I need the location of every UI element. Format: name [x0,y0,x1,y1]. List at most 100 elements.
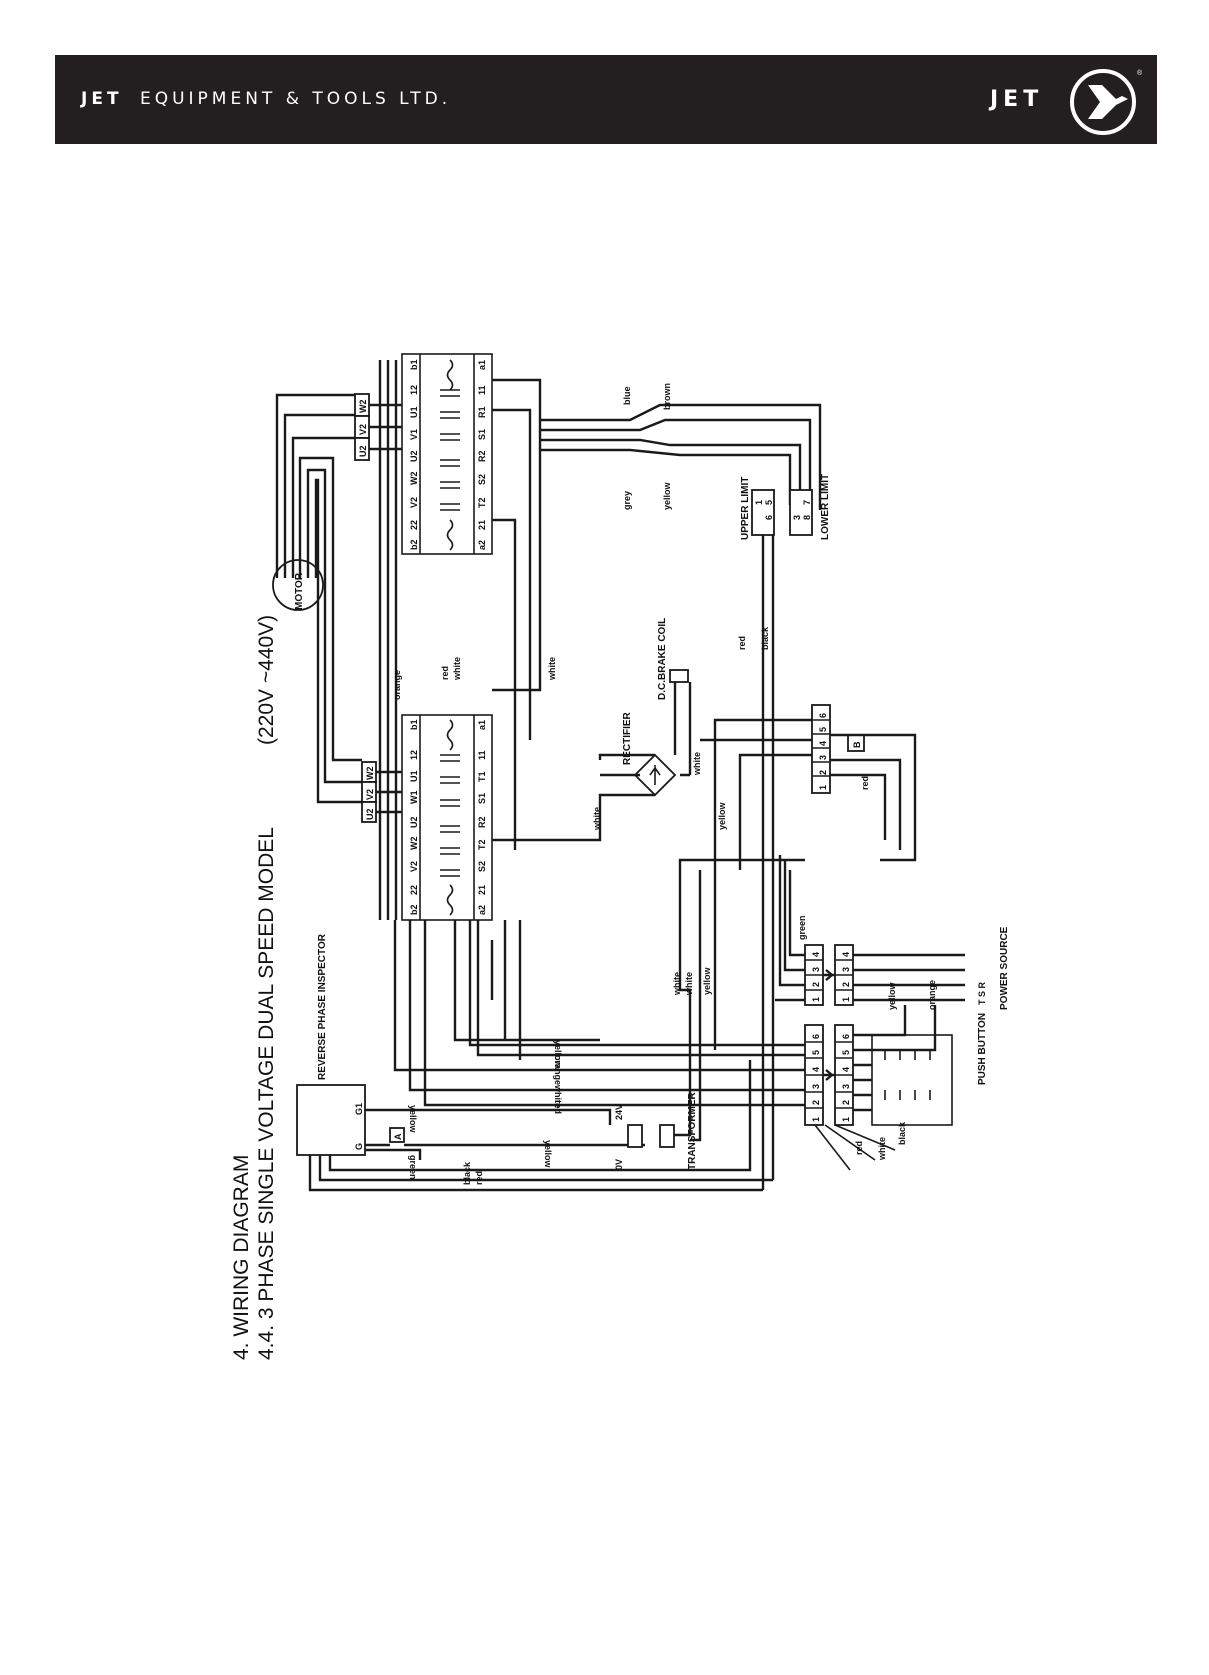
brake-coil-label: D.C.BRAKE COIL [657,618,668,700]
label-white-3: white [592,807,602,831]
svg-text:T1: T1 [477,771,487,782]
brand-rest: EQUIPMENT & TOOLS LTD. [139,89,452,109]
label-black-3: black [462,1161,472,1185]
svg-text:1: 1 [841,997,851,1002]
v24-label: 24V [614,1104,624,1120]
svg-text:3: 3 [811,967,821,972]
power-source-label: POWER SOURCE [999,926,1010,1010]
label-yellow-4: yellow [553,1040,563,1069]
svg-text:2: 2 [811,1100,821,1105]
svg-text:4: 4 [841,952,851,957]
motor-label: MOTOR [294,572,305,610]
svg-text:2: 2 [841,982,851,987]
svg-text:6: 6 [841,1034,851,1039]
u2-top-label: U2 [358,445,368,457]
contactor-upper: b1 b2 a1 a2 12 U1 V1 U2 W2 V2 22 11 R1 S… [401,353,493,555]
label-yellow-3: yellow [887,981,897,1010]
terminal-block-6-left: 1 2 3 4 5 6 [804,1024,824,1126]
svg-text:6: 6 [818,713,828,718]
svg-text:8: 8 [802,515,812,520]
label-red-5: red [553,1100,563,1114]
upper-limit-label: UPPER LIMIT [740,477,751,540]
brand-bold: JET [81,89,123,109]
terminal-block-6-right: 1 2 3 4 5 6 [834,1024,854,1126]
power-tsr-label: T S R [977,981,987,1005]
svg-text:V2: V2 [409,497,419,508]
b-box-label: B [852,741,862,748]
svg-text:R1: R1 [477,406,487,418]
label-red: red [440,666,450,680]
svg-text:a1: a1 [477,720,487,730]
svg-text:3: 3 [841,1084,851,1089]
transformer-primary [627,1124,643,1148]
svg-text:12: 12 [409,385,419,395]
contactor-bus-wiring [378,360,398,920]
limit-wiring [540,403,822,510]
label-yellow-7: yellow [702,966,712,995]
svg-text:1: 1 [811,997,821,1002]
push-button-box [871,1034,953,1126]
g-label: G [354,1143,364,1150]
label-white-2: white [547,657,557,681]
svg-text:b2: b2 [409,539,419,550]
title-line-1: 4. WIRING DIAGRAM [230,1155,253,1360]
svg-text:5: 5 [841,1050,851,1055]
svg-text:12: 12 [409,750,419,760]
svg-text:a2: a2 [477,905,487,915]
inspector-wiring [365,1108,645,1160]
svg-text:4: 4 [841,1067,851,1072]
svg-text:V2: V2 [365,789,375,800]
jet-logo-icon: ® [1070,69,1143,135]
terminal-block-4-left: 1 2 3 4 [804,944,824,1006]
svg-text:W1: W1 [409,791,419,805]
lower-bus-wiring [453,920,805,1057]
motor-wiring [275,393,362,804]
label-yellow-5: yellow [408,1105,418,1134]
svg-text:5: 5 [764,500,774,505]
reverse-phase-label: REVERSE PHASE INSPECTOR [317,933,328,1080]
label-green: green [797,915,807,940]
upper-limit-switch [751,489,775,536]
transformer-label: TRANSFORMER [687,1091,698,1170]
svg-text:4: 4 [811,1067,821,1072]
terminal-block-6-upper: 1 2 3 4 5 6 [811,704,831,794]
svg-text:2: 2 [841,1100,851,1105]
svg-text:21: 21 [477,520,487,530]
header-banner: JET EQUIPMENT & TOOLS LTD. JET ® [55,55,1157,144]
diagram-title: 4. WIRING DIAGRAM 4.4. 3 PHASE SINGLE VO… [230,615,278,1360]
svg-text:T2: T2 [477,839,487,850]
title-line-2: 4.4. 3 PHASE SINGLE VOLTAGE DUAL SPEED M… [255,827,278,1360]
svg-text:4: 4 [818,741,828,746]
svg-text:7: 7 [802,500,812,505]
svg-text:R2: R2 [477,816,487,828]
svg-text:a2: a2 [477,540,487,550]
svg-text:11: 11 [477,750,487,760]
limit-return-wiring [761,535,775,1190]
a-box-label: A [393,1133,403,1140]
svg-text:1: 1 [818,785,828,790]
svg-text:3: 3 [841,967,851,972]
svg-text:b2: b2 [409,904,419,915]
label-white-7: white [672,972,682,996]
transformer-wiring [674,858,805,1142]
power-source-wiring [853,953,965,1002]
svg-text:U1: U1 [409,406,419,418]
svg-text:S1: S1 [477,793,487,804]
label-white-6: white [553,1084,563,1108]
svg-text:U2: U2 [365,808,375,820]
transformer-secondary [659,1124,675,1148]
svg-text:U1: U1 [409,770,419,782]
svg-text:3: 3 [818,755,828,760]
label-green-2: green [408,1155,418,1180]
svg-text:S2: S2 [477,474,487,485]
svg-text:22: 22 [409,885,419,895]
svg-text:6: 6 [764,515,774,520]
label-brown: brown [662,383,672,410]
svg-text:4: 4 [811,952,821,957]
terminal-block-4-right: 1 2 3 4 [834,944,854,1006]
svg-text:U2: U2 [409,816,419,828]
label-yellow-6: yellow [543,1140,553,1169]
title-voltage: (220V ~440V) [255,615,278,745]
label-orange-2: orange [927,980,937,1010]
